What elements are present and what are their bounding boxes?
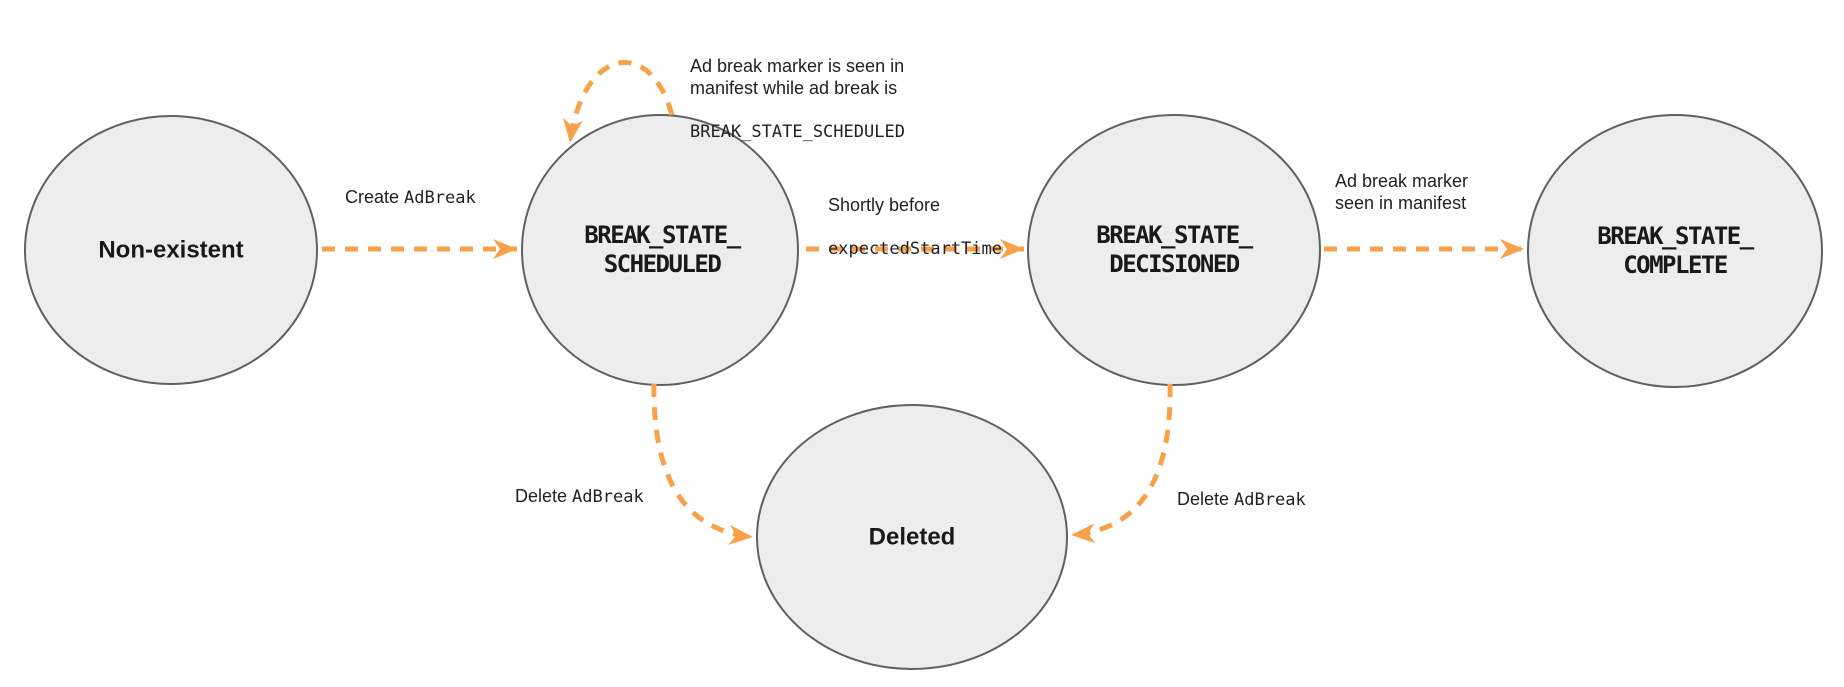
state-label-break-state-decisioned: BREAK_STATE_ DECISIONED: [1096, 221, 1253, 278]
transition-label-delete-adbreak-left: Delete AdBreak: [515, 485, 644, 508]
state-circle-non-existent: [24, 115, 318, 385]
transition-label-marker-seen: Ad break marker seen in manifest: [1335, 171, 1469, 213]
state-label-non-existent: Non-existent: [98, 236, 244, 264]
transition-label-delete-adbreak-right: Delete AdBreak: [1177, 488, 1306, 511]
transition-label-delete-adbreak-right-sans: Delete: [1177, 489, 1235, 509]
transition-label-shortly-before-mono: expectedStartTime: [828, 239, 1002, 259]
transition-label-create-adbreak-mono: AdBreak: [404, 188, 476, 208]
transition-label-delete-adbreak-left-sans: Delete: [515, 486, 573, 506]
transition-label-shortly-before: Shortly before expectedStartTime: [828, 172, 1002, 282]
transition-label-self-loop-sans: Ad break marker is seen in manifest whil…: [690, 56, 905, 98]
transition-label-delete-adbreak-left-mono: AdBreak: [572, 487, 644, 507]
state-circle-break-state-complete: [1527, 114, 1823, 388]
state-circle-break-state-decisioned: [1027, 114, 1321, 386]
state-circle-break-state-scheduled: [521, 114, 799, 386]
transition-arrow-self-loop-scheduled: [563, 59, 675, 144]
transition-arrow-scheduled-to-deleted: [651, 383, 754, 545]
transition-label-self-loop-mono: BREAK_STATE_SCHEDULED: [690, 122, 905, 142]
transition-label-delete-adbreak-right-mono: AdBreak: [1234, 490, 1306, 510]
state-circle-deleted: [756, 404, 1068, 670]
state-label-break-state-scheduled: BREAK_STATE_ SCHEDULED: [584, 221, 741, 278]
state-label-break-state-complete: BREAK_STATE_ COMPLETE: [1597, 222, 1754, 279]
transition-label-create-adbreak-sans: Create: [345, 187, 405, 207]
transition-label-self-loop: Ad break marker is seen in manifest whil…: [690, 33, 905, 165]
transition-label-create-adbreak: Create AdBreak: [345, 186, 476, 209]
state-label-deleted: Deleted: [868, 523, 956, 551]
transition-arrow-decisioned-to-deleted: [1070, 383, 1173, 544]
transition-label-shortly-before-sans: Shortly before: [828, 195, 941, 215]
